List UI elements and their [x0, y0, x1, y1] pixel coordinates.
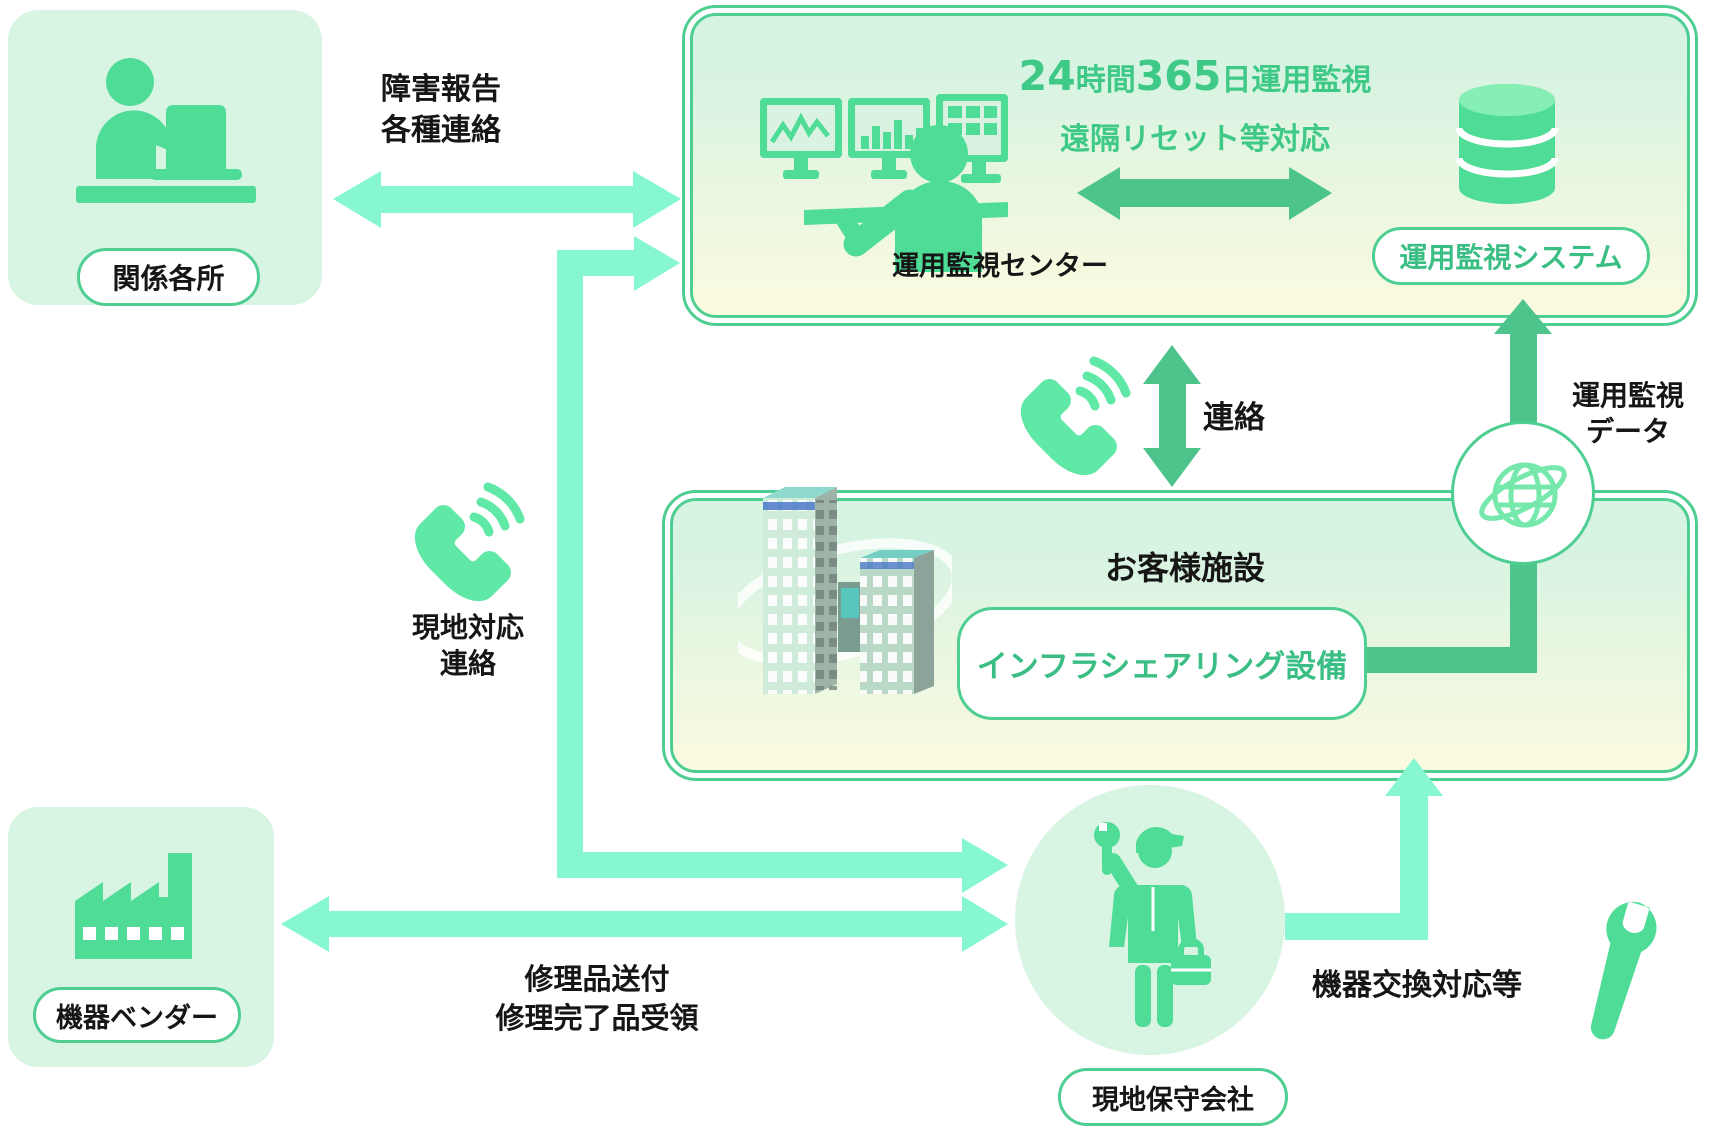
- onsite-contact-label: 現地対応 連絡: [368, 610, 568, 683]
- fault-report-label: 障害報告 各種連絡: [341, 70, 541, 151]
- monitoring-data-line1: 運用監視: [1571, 379, 1684, 412]
- phone-icon-onsite: [414, 482, 525, 602]
- related-parties-box: 関係各所: [8, 10, 322, 306]
- arrow-fault-report: [333, 171, 681, 228]
- globe-icon: [1479, 462, 1567, 528]
- related-parties-label: 関係各所: [112, 262, 225, 295]
- arrow-repair-shipment: [281, 896, 1008, 952]
- person-laptop-icon: [76, 58, 256, 203]
- title-part-jikan: 時間: [1075, 63, 1136, 98]
- network-globe: [1451, 421, 1595, 565]
- monitoring-system-pill: 運用監視システム: [1372, 227, 1650, 285]
- database-icon: [1455, 84, 1559, 204]
- infra-sharing-label: インフラシェアリング設備: [976, 649, 1348, 685]
- title-part-365: 365: [1135, 52, 1222, 100]
- monitoring-subtitle: 遠隔リセット等対応: [1060, 122, 1330, 157]
- onsite-contact-line2: 連絡: [439, 647, 496, 681]
- wrench-icon: [1590, 901, 1657, 1040]
- title-part-24: 24: [1018, 52, 1076, 100]
- monitoring-data-label: 運用監視 データ: [1548, 378, 1708, 451]
- onsite-contact-line1: 現地対応: [411, 611, 524, 644]
- phone-icon-contact: [1020, 356, 1131, 476]
- maintenance-pill: 現地保守会社: [1058, 1068, 1288, 1126]
- monitoring-operator-icon: [760, 94, 1008, 272]
- infra-sharing-pill: インフラシェアリング設備: [957, 607, 1367, 720]
- customer-facility-label: お客様施設: [1104, 549, 1265, 587]
- repair-line1: 修理品送付: [524, 962, 670, 996]
- related-parties-pill: 関係各所: [77, 248, 260, 306]
- arrow-equipment-replacement: [1285, 758, 1443, 940]
- arrow-contact: [1143, 345, 1201, 487]
- equipment-replacement-label: 機器交換対応等: [1312, 968, 1522, 1003]
- fault-report-line1: 障害報告: [381, 72, 501, 107]
- maintenance-worker-circle: [1015, 785, 1285, 1055]
- monitoring-data-line2: データ: [1585, 415, 1670, 449]
- buildings-icon: [738, 487, 952, 694]
- tower-2: [838, 550, 934, 694]
- tower-1: [763, 487, 837, 694]
- factory-icon: [75, 853, 192, 959]
- repair-line2: 修理完了品受領: [495, 1001, 699, 1036]
- maintenance-label: 現地保守会社: [1092, 1084, 1254, 1116]
- contact-label: 連絡: [1203, 400, 1265, 436]
- monitoring-system-label: 運用監視システム: [1399, 241, 1623, 274]
- title-part-kanshi: 日運用監視: [1221, 63, 1372, 98]
- fault-report-line2: 各種連絡: [381, 112, 501, 148]
- vendor-box: 機器ベンダー: [8, 807, 274, 1067]
- repair-label: 修理品送付 修理完了品受領: [427, 960, 767, 1038]
- monitoring-title: 24時間365日運用監視: [1015, 52, 1375, 100]
- monitoring-center-label: 運用監視センター: [892, 251, 1108, 282]
- vendor-pill: 機器ベンダー: [33, 987, 241, 1043]
- maintenance-worker-icon: [1094, 822, 1211, 1027]
- vendor-label: 機器ベンダー: [56, 1002, 218, 1034]
